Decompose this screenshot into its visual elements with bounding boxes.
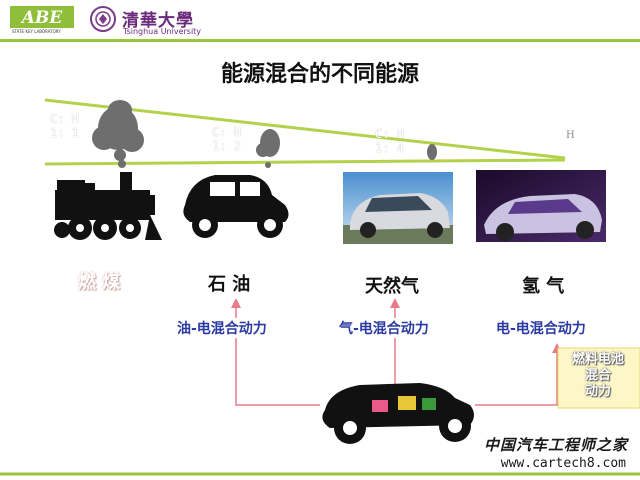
smoke-cloud-medium xyxy=(256,129,280,168)
hydrogen-car-photo xyxy=(476,170,606,242)
fuel-label-oil: 石 油 xyxy=(208,274,251,295)
fuel-label-hydrogen: 氢 气 xyxy=(522,276,565,297)
arrow-head-oil xyxy=(231,298,241,308)
fuel-label-natural-gas: 天然气 xyxy=(365,276,419,297)
smoke-cloud-large xyxy=(92,100,144,168)
hybrid-label-electric-electric: 电-电混合动力 xyxy=(493,318,589,338)
hybrid-car-icon xyxy=(322,383,474,444)
site-name-cn: 中国汽车工程师之家 xyxy=(483,436,628,454)
abe-logo: ABE STATE KEY LABORATORY xyxy=(10,6,74,36)
trend-line-bottom xyxy=(44,158,566,166)
abe-logo-subtitle: STATE KEY LABORATORY xyxy=(12,29,61,34)
fuel-label-coal: 燃 煤 xyxy=(78,272,121,293)
university-name-en: Tsinghua University xyxy=(123,27,202,36)
page-title: 能源混合的不同能源 xyxy=(220,62,419,87)
fuel-cell-callout-box xyxy=(557,347,640,409)
university-name-cn: 清華大學 xyxy=(122,11,194,31)
vintage-car-icon xyxy=(183,175,289,238)
arrow-head-gas xyxy=(390,298,400,308)
hydrogen-ratio-mark: H xyxy=(566,130,575,141)
abe-logo-text: ABE xyxy=(20,8,64,28)
tsinghua-seal-icon xyxy=(90,6,116,32)
site-url[interactable]: www.cartech8.com xyxy=(500,456,626,471)
natural-gas-car-photo xyxy=(343,172,453,244)
fuel-cell-hybrid-label: 燃料电池 混合 动力 xyxy=(571,352,624,399)
hybrid-label-gas-electric: 气-电混合动力 xyxy=(336,318,432,338)
smoke-cloud-small xyxy=(427,144,437,160)
header-divider xyxy=(0,39,640,42)
hybrid-label-oil-electric: 油-电混合动力 xyxy=(174,318,270,338)
